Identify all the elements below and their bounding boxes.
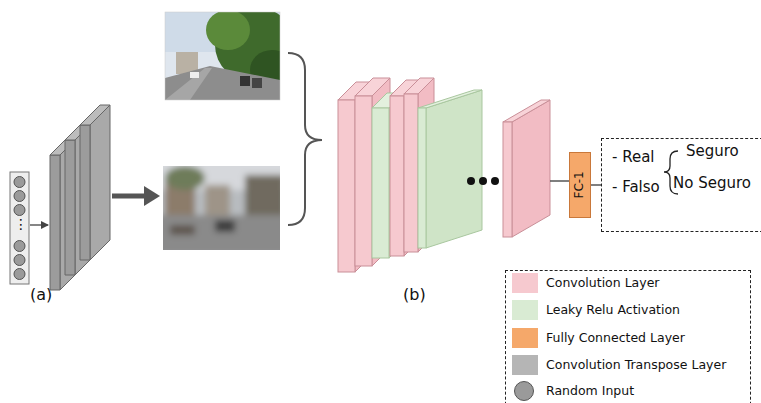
legend-text: Random Input [546, 384, 634, 398]
layer-name: FC-1 [573, 171, 587, 198]
output-class: Seguro [686, 143, 739, 160]
activation-layer-2 [418, 90, 482, 248]
output-class: - Falso [612, 179, 660, 196]
legend-circle [514, 381, 534, 401]
generated-image [163, 166, 280, 250]
output-class: - Real [612, 149, 655, 166]
activation-layer [372, 93, 404, 258]
legend-text: Convolution Transpose Layer [546, 358, 726, 372]
legend-swatch [512, 300, 538, 320]
legend-text: Leaky Relu Activation [546, 303, 680, 317]
legend-swatch [512, 328, 538, 348]
input-column [10, 172, 29, 284]
ellipsis-dots [467, 177, 499, 185]
input-arrow [30, 224, 48, 225]
ellipsis-mark: ⋮ [14, 216, 28, 232]
to-fc-line [550, 180, 569, 182]
output-box: - Real - Falso Seguro No Seguro [601, 138, 761, 232]
panel-label: (a) [30, 286, 52, 304]
legend-swatch [512, 273, 538, 293]
legend-text: Fully Connected Layer [546, 331, 685, 345]
transpose-stack [50, 105, 110, 290]
legend-text: Convolution Layer [546, 276, 660, 290]
merge-bracket [288, 53, 322, 225]
legend-swatch [512, 355, 538, 375]
output-class: No Seguro [673, 175, 751, 192]
panel-label: (b) [403, 286, 426, 304]
connector [591, 184, 601, 186]
generator-arrow [112, 186, 160, 206]
last-conv-layer [503, 100, 550, 237]
real-photo [165, 12, 280, 100]
fc-layer-box: FC-1 [569, 152, 591, 218]
